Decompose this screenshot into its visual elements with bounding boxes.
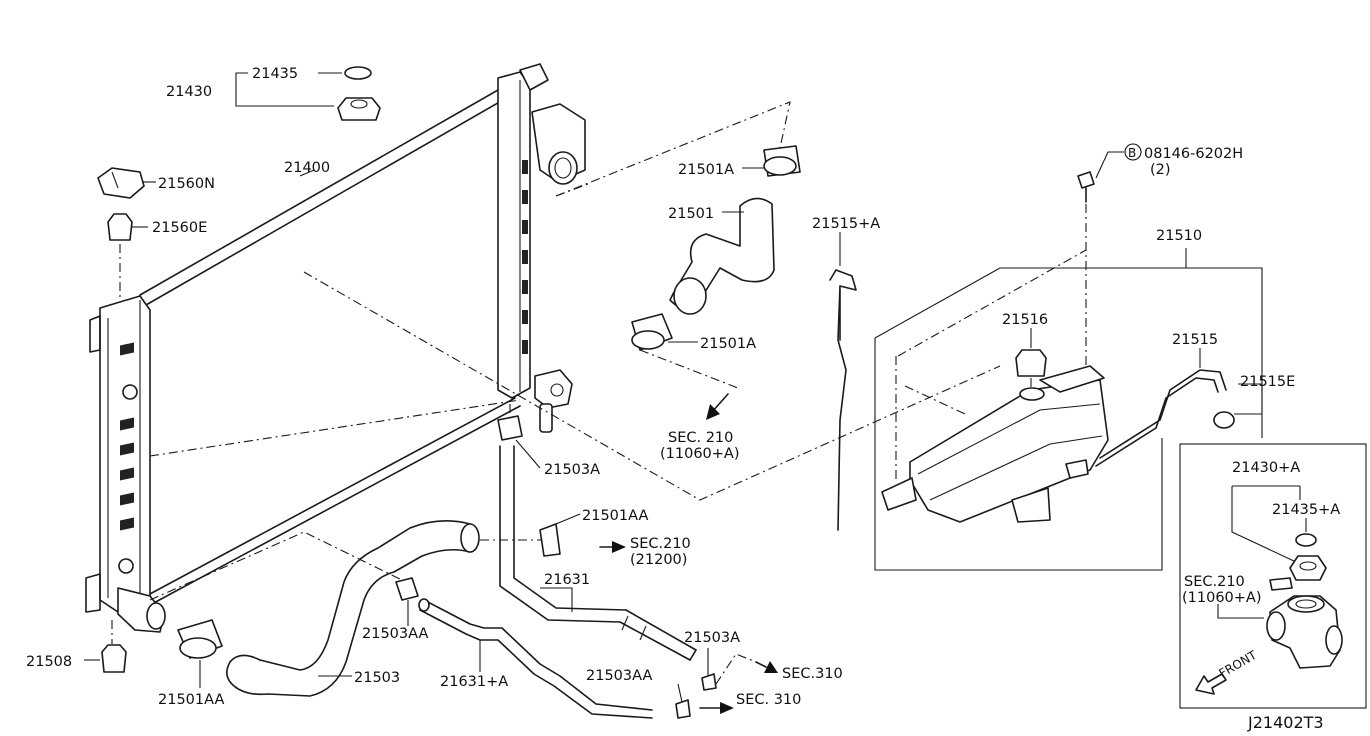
label-sec210-a: SEC. 210 bbox=[668, 430, 733, 446]
label-21501A-mid: 21501A bbox=[700, 336, 756, 352]
label-21430A: 21430+A bbox=[1232, 460, 1300, 476]
bushing-21508 bbox=[84, 620, 127, 673]
direction-arrows bbox=[599, 393, 778, 714]
clamp-21503AA-low bbox=[675, 699, 691, 719]
part-labels: 21435 21430 21560N 21560E 21400 21501A 2… bbox=[26, 66, 1340, 732]
label-bolt-mark: B bbox=[1128, 146, 1136, 160]
mount-brackets bbox=[97, 167, 315, 300]
label-21503A-low: 21503A bbox=[684, 630, 740, 646]
label-21631A: 21631+A bbox=[440, 674, 508, 690]
label-sec210-a-ref: (11060+A) bbox=[660, 446, 740, 462]
label-sec310-b: SEC. 310 bbox=[736, 692, 801, 708]
arrow-sec210-b bbox=[612, 541, 626, 553]
label-21503: 21503 bbox=[354, 670, 400, 686]
clamp-21501AA-mid bbox=[539, 523, 561, 557]
inset-cap-21430A bbox=[1289, 555, 1327, 581]
hose-21515A bbox=[829, 232, 857, 531]
label-21501AA-low: 21501AA bbox=[158, 692, 224, 708]
label-21515E: 21515E bbox=[1240, 374, 1295, 390]
radiator-cap-group bbox=[235, 66, 381, 121]
reservoir-cap-21516 bbox=[1015, 349, 1047, 377]
label-21435: 21435 bbox=[252, 66, 298, 82]
clip-21515E bbox=[1213, 411, 1235, 429]
hose-21631 bbox=[497, 404, 757, 719]
lower-hose-21503 bbox=[177, 520, 480, 697]
bolt-08146 bbox=[1077, 171, 1095, 189]
inset-detail bbox=[1179, 443, 1367, 709]
hose-21631A bbox=[418, 598, 653, 719]
label-21501A-top: 21501A bbox=[678, 162, 734, 178]
label-sec210-b-ref: (21200) bbox=[630, 552, 687, 568]
cap-21430 bbox=[337, 97, 381, 121]
clamp-21503AA-left bbox=[395, 577, 419, 626]
arrow-sec210-a bbox=[706, 404, 720, 420]
label-bolt-qty: (2) bbox=[1150, 162, 1171, 178]
inset-seal-21435A bbox=[1295, 533, 1317, 547]
label-21560E: 21560E bbox=[152, 220, 207, 236]
label-21515A: 21515+A bbox=[812, 216, 880, 232]
reservoir-21510 bbox=[874, 151, 1263, 571]
label-21515: 21515 bbox=[1172, 332, 1218, 348]
upper-hose-21501 bbox=[631, 145, 801, 351]
label-21508: 21508 bbox=[26, 654, 72, 670]
clamp-21503A-low bbox=[701, 673, 717, 691]
label-21503A-mid: 21503A bbox=[544, 462, 600, 478]
radiator-21400 bbox=[85, 63, 586, 633]
bolt-marker-circle bbox=[1124, 143, 1142, 161]
diagram-id: J21402T3 bbox=[1247, 713, 1324, 732]
label-21503AA-left: 21503AA bbox=[362, 626, 428, 642]
label-21631: 21631 bbox=[544, 572, 590, 588]
label-21400: 21400 bbox=[284, 160, 330, 176]
label-21501: 21501 bbox=[668, 206, 714, 222]
label-21501AA-mid: 21501AA bbox=[582, 508, 648, 524]
label-bolt-part: 08146-6202H bbox=[1144, 146, 1243, 162]
label-sec210-b: SEC.210 bbox=[630, 536, 691, 552]
label-21516: 21516 bbox=[1002, 312, 1048, 328]
arrow-sec310-b bbox=[720, 702, 734, 714]
label-front: FRONT bbox=[1217, 648, 1260, 681]
label-21503AA-low: 21503AA bbox=[586, 668, 652, 684]
label-sec310-a: SEC.310 bbox=[782, 666, 843, 682]
front-arrow bbox=[1195, 673, 1227, 695]
label-21560N: 21560N bbox=[158, 176, 215, 192]
cap-seal-21435 bbox=[344, 66, 372, 80]
bushing-21560E bbox=[107, 213, 133, 241]
label-21430: 21430 bbox=[166, 84, 212, 100]
clamp-21503A-mid bbox=[497, 415, 523, 441]
bracket-21560N bbox=[97, 167, 145, 199]
label-21435A: 21435+A bbox=[1272, 502, 1340, 518]
label-21510: 21510 bbox=[1156, 228, 1202, 244]
label-sec210-c-ref: (11060+A) bbox=[1182, 590, 1262, 606]
label-sec210-c: SEC.210 bbox=[1184, 574, 1245, 590]
arrow-sec310-a bbox=[764, 661, 778, 673]
